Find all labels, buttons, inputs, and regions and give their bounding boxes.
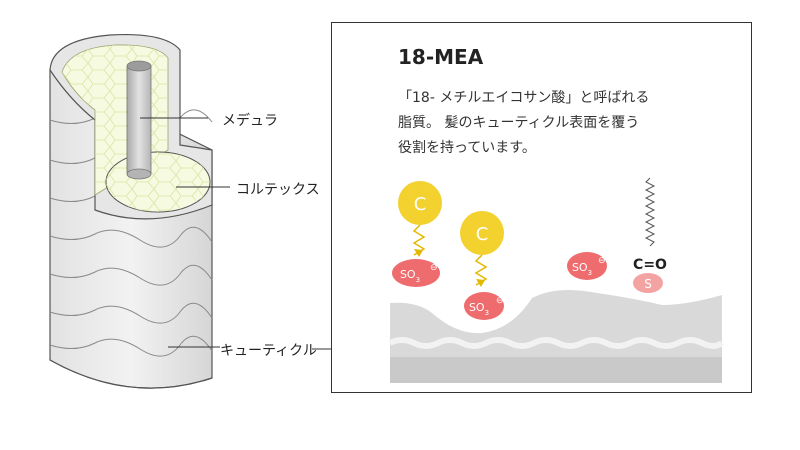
molecule-c-2: C SO3 ⊖ xyxy=(460,211,504,320)
svg-text:SO3: SO3 xyxy=(469,301,489,317)
description-line-3: 役割を持っています。 xyxy=(398,140,536,156)
so3-label-1: SO xyxy=(400,268,416,281)
c-atom-2 xyxy=(460,211,504,255)
medulla-label: メデュラ xyxy=(222,113,278,129)
sulfonate-1 xyxy=(392,259,440,287)
svg-text:⊖: ⊖ xyxy=(598,256,606,266)
sulfonate-2 xyxy=(464,292,504,320)
molecule-c-1: C SO3 ⊖ xyxy=(392,181,442,287)
c-atom-1 xyxy=(398,181,442,225)
thioester-chain: C=O S xyxy=(633,177,667,293)
panel-title: 18-MEA xyxy=(398,45,484,69)
molecule-illustration: C SO3 ⊖ C SO3 ⊖ SO3 ⊖ C=O S xyxy=(388,177,724,383)
cuticle-surface xyxy=(388,289,724,383)
svg-text:SO3: SO3 xyxy=(400,268,420,284)
carbonyl-label: C=O xyxy=(633,257,667,273)
description-line-2: 脂質。 髪のキューティクル表面を覆う xyxy=(398,115,640,131)
sulfur-label: S xyxy=(644,277,652,291)
c-atom-1-label: C xyxy=(414,194,427,215)
svg-text:SO3: SO3 xyxy=(572,261,592,277)
medulla-rod xyxy=(126,60,152,180)
cortex-label: コルテックス xyxy=(236,182,320,198)
so3-charge-1: ⊖ xyxy=(430,263,438,273)
info-panel: 18-MEA 「18- メチルエイコサン酸」と呼ばれる 脂質。 髪のキューティク… xyxy=(331,22,752,393)
sulfur-atom xyxy=(633,273,663,293)
cuticle-label: キューティクル xyxy=(220,343,317,359)
c-atom-2-label: C xyxy=(476,224,489,245)
description-line-1: 「18- メチルエイコサン酸」と呼ばれる xyxy=(398,90,650,106)
sulfonate-free: SO3 ⊖ xyxy=(567,252,607,280)
svg-text:⊖: ⊖ xyxy=(496,296,504,306)
